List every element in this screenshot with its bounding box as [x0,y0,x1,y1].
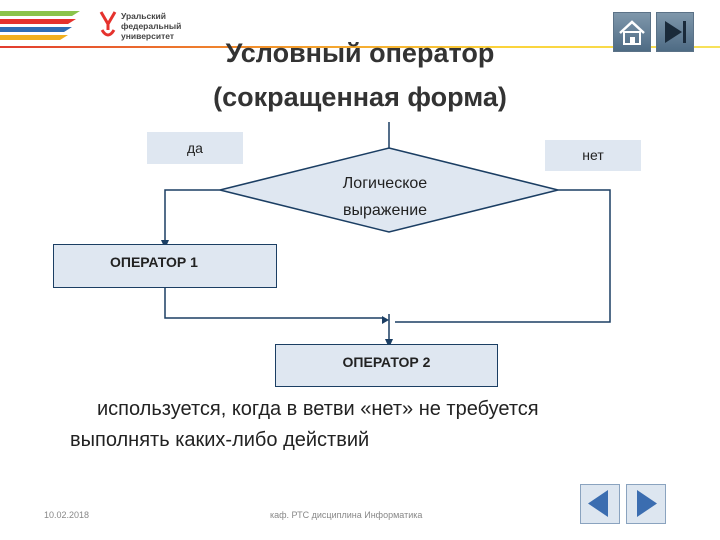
logo-line: Уральский [121,11,166,21]
condition-line: выражение [342,202,428,219]
slide-title-line1: Условный оператор [225,38,495,68]
yes-label: да [147,132,243,164]
last-slide-button[interactable] [656,12,694,52]
body-text-line1: используется, когда в ветви «нет» не тре… [97,398,539,420]
operator1-label: ОПЕРАТОР 1 [110,254,198,270]
logo-line: университет [121,31,175,41]
brand-stripes [0,11,80,40]
operator2-box: ОПЕРАТОР 2 [275,344,498,387]
header-rule [0,46,720,48]
arrow-right-icon [637,490,657,517]
footer-department: каф. РТС дисциплина Информатика [270,510,423,520]
home-icon [619,20,645,45]
university-logo: Уральский федеральный университет [98,8,208,42]
condition-text: Логическое выражение [300,170,470,224]
footer-date: 10.02.2018 [44,510,90,520]
arrow-left-icon [588,490,608,517]
logo-line: федеральный [121,21,182,31]
previous-slide-button[interactable] [580,484,620,524]
home-button[interactable] [613,12,651,52]
logo-mark-icon [99,11,117,37]
no-label: нет [545,140,641,171]
operator2-label: ОПЕРАТОР 2 [342,354,431,370]
next-slide-button[interactable] [626,484,666,524]
body-text-line2: выполнять каких-либо действий [70,429,370,451]
skip-end-icon [665,21,686,43]
slide-title-line2: (сокращенная форма) [213,82,507,112]
logo-text: Уральский федеральный университет [121,11,181,41]
condition-line: Логическое [342,175,428,192]
operator1-box: ОПЕРАТОР 1 [53,244,277,288]
